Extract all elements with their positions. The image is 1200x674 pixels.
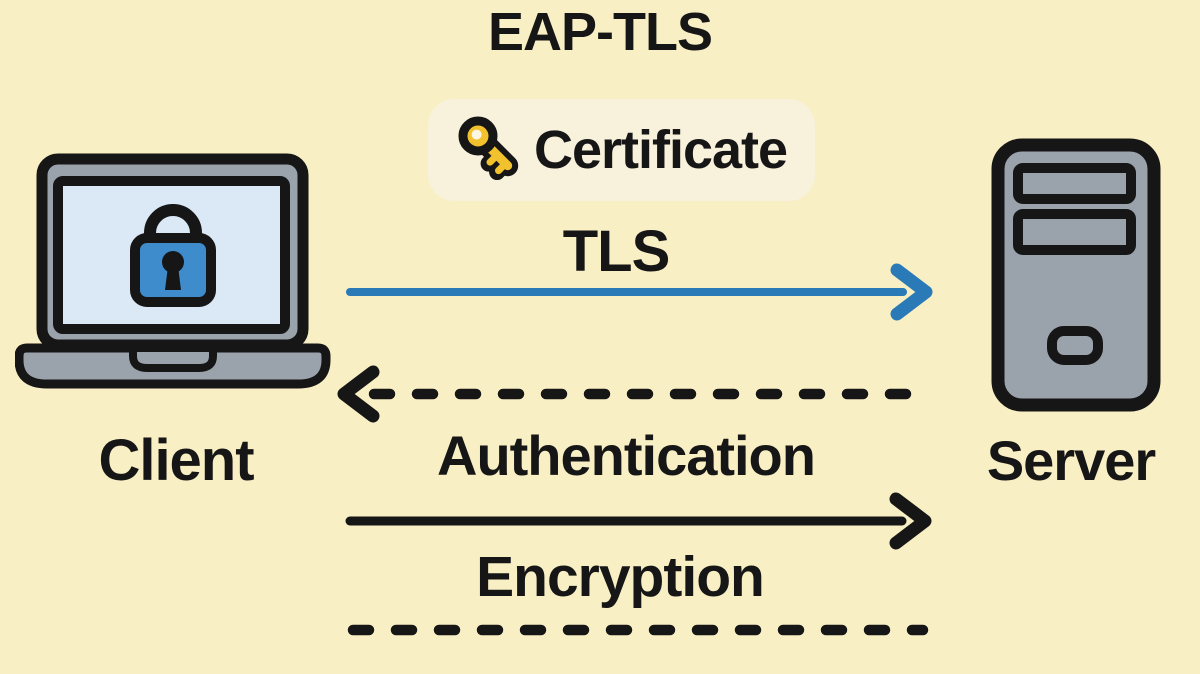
authentication-label: Authentication xyxy=(437,423,816,487)
diagram-title: EAP-TLS xyxy=(487,2,713,62)
lock-icon xyxy=(130,204,216,307)
server-slot-2 xyxy=(1013,209,1136,255)
server-slot-1 xyxy=(1013,163,1136,204)
certificate-label: Certificate xyxy=(533,120,788,180)
key-icon xyxy=(458,116,519,181)
server-tower-icon xyxy=(991,138,1161,412)
server-button xyxy=(1047,326,1103,365)
tls-label: TLS xyxy=(562,218,671,284)
client-label: Client xyxy=(98,427,254,493)
certificate-badge: Certificate xyxy=(428,99,815,201)
authentication-arrow xyxy=(337,365,934,423)
laptop-lock-icon xyxy=(15,153,331,389)
encryption-arrow xyxy=(345,492,932,550)
encryption-label: Encryption xyxy=(476,545,765,609)
server-label: Server xyxy=(986,428,1156,492)
